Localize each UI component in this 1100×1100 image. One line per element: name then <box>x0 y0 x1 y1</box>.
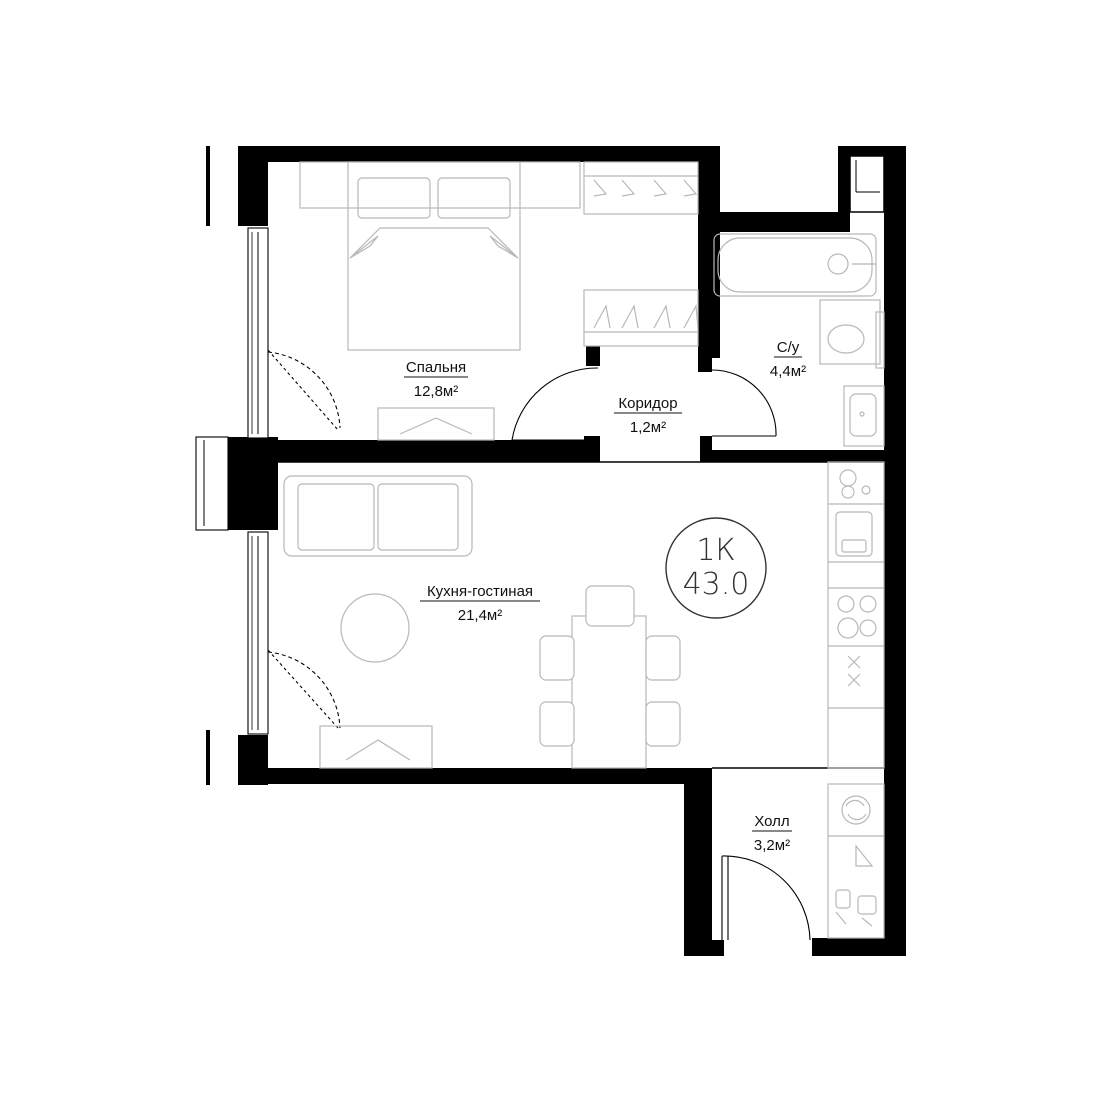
chair-right-1 <box>645 635 681 681</box>
wall-left-outer-top <box>206 146 210 226</box>
entry-door-swing <box>721 855 811 941</box>
wall-left-outer-bottom <box>206 730 210 785</box>
wall-hall-left <box>684 768 712 956</box>
bed <box>347 161 521 351</box>
shaft <box>849 155 885 213</box>
washing-machine <box>841 795 871 825</box>
chair-left-2 <box>539 701 575 747</box>
dining-table <box>571 615 647 769</box>
door-bedroom-swing <box>511 367 599 441</box>
wall-corridor-left-bottom <box>584 436 600 462</box>
room-labels: Спальня 12,8м² Коридор 1,2м² С/у 4,4м² К… <box>404 339 806 854</box>
chair-right-2 <box>645 701 681 747</box>
balcony-frame <box>195 436 229 531</box>
kitchen-sink <box>835 511 873 557</box>
wall-bath-left <box>698 212 712 372</box>
corridor-area: 1,2м² <box>630 419 666 436</box>
hall-area: 3,2м² <box>754 837 790 854</box>
pillow-right <box>437 177 511 219</box>
living-furniture <box>283 461 885 769</box>
windows-left <box>195 227 339 735</box>
kitchen-counter <box>827 461 885 769</box>
dresser <box>377 407 495 441</box>
living-name: Кухня-гостиная <box>427 583 533 600</box>
wall-bedroom-bottom <box>238 440 598 462</box>
bathroom-name: С/у <box>777 339 800 356</box>
wardrobe-bottom <box>583 289 699 347</box>
wall-bath-top <box>698 212 848 232</box>
badge-type: 1К <box>696 533 735 568</box>
sink <box>843 385 885 447</box>
badge-circle <box>665 517 767 619</box>
tv-stand <box>319 725 433 769</box>
headboard <box>299 161 581 209</box>
bedroom-name: Спальня <box>406 359 466 376</box>
wall-top <box>238 146 720 162</box>
wall-shaft-top <box>838 146 906 156</box>
wall-shaft-left <box>838 146 850 232</box>
wall-hall-bottom-left <box>684 940 724 956</box>
towel-rail <box>875 311 885 369</box>
bathtub <box>713 233 877 297</box>
wardrobe-top <box>583 161 699 215</box>
bedroom-furniture <box>299 161 699 441</box>
hall-furniture <box>827 783 885 939</box>
chair-top <box>585 585 635 627</box>
hall-name: Холл <box>754 813 789 830</box>
bedroom-area: 12,8м² <box>414 383 459 400</box>
wall-corridor-left-stub <box>586 346 600 366</box>
doors <box>267 351 811 941</box>
wall-right-lower <box>884 456 906 956</box>
wall-bottom-living <box>238 768 700 784</box>
door-bath-swing <box>711 369 777 437</box>
walls <box>206 146 906 956</box>
hob-burner <box>837 595 855 613</box>
apartment-badge: 1К 43.0 <box>665 517 767 619</box>
living-area: 21,4м² <box>458 607 503 624</box>
badge-total-area: 43.0 <box>683 567 750 602</box>
wall-right-upper <box>884 146 906 456</box>
bathroom-furniture <box>713 233 885 447</box>
pillow-left <box>357 177 431 219</box>
chair-left-1 <box>539 635 575 681</box>
wall-bath-bottom <box>700 450 906 462</box>
sofa <box>283 475 473 557</box>
coffee-table <box>340 593 410 663</box>
toilet <box>819 299 881 365</box>
bathroom-area: 4,4м² <box>770 363 806 380</box>
hall-cabinet <box>827 783 885 939</box>
wall-hall-bottom-right <box>812 938 906 956</box>
corridor-name: Коридор <box>618 395 677 412</box>
